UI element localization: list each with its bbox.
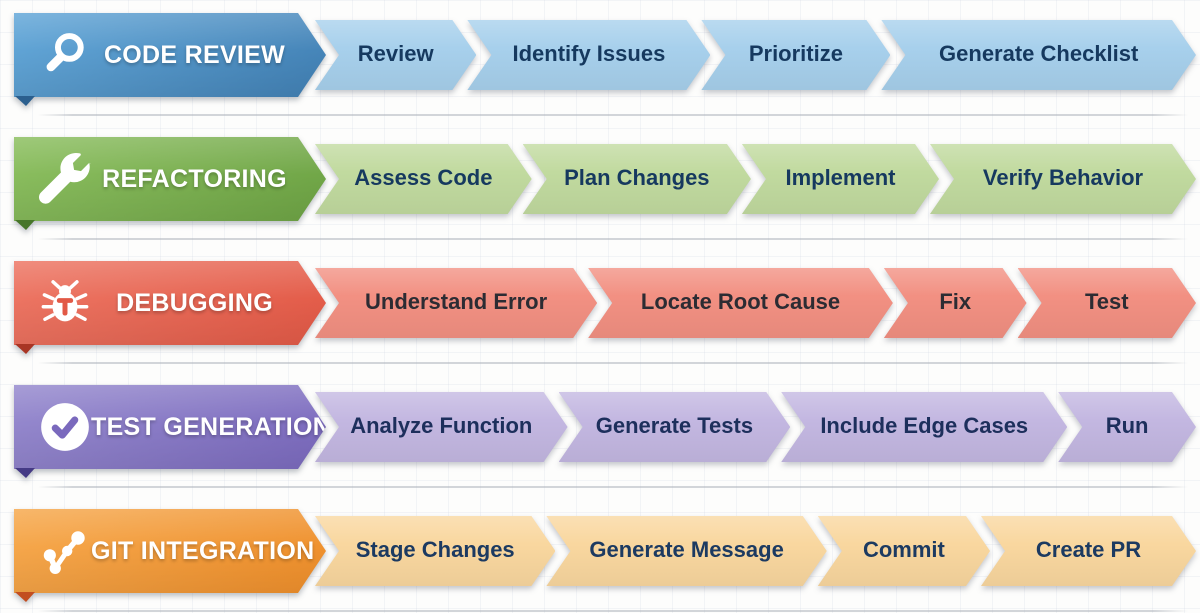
row-steps: Analyze Function Generate Tests Include … <box>315 392 1196 462</box>
step-chevron: Understand Error <box>315 268 597 338</box>
step-label: Assess Code <box>354 165 493 190</box>
step-chevron: Create PR <box>981 516 1196 586</box>
ribbon-fold <box>15 344 35 354</box>
step-label: Generate Tests <box>595 413 754 438</box>
ribbon-fold <box>15 220 35 230</box>
step-label: Generate Message <box>589 537 784 562</box>
row-steps: Assess Code Plan Changes Implement Verif… <box>315 144 1196 214</box>
workflow-row-refactoring: REFACTORING Assess Code Plan Changes Imp… <box>0 137 1200 240</box>
row-title: DEBUGGING <box>116 288 273 317</box>
step-chevron: Verify Behavior <box>930 144 1196 214</box>
row-header: CODE REVIEW <box>14 13 326 106</box>
step-label: Include Edge Cases <box>820 413 1029 438</box>
step-label: Prioritize <box>748 41 843 66</box>
step-chevron: Generate Checklist <box>881 20 1196 90</box>
step-chevron: Fix <box>884 268 1027 338</box>
row-header: DEBUGGING <box>14 261 326 354</box>
bug-icon <box>39 277 91 329</box>
row-header: REFACTORING <box>14 137 326 230</box>
step-chevron: Test <box>1018 268 1196 338</box>
step-label: Implement <box>785 165 896 190</box>
step-label: Understand Error <box>365 289 548 314</box>
step-label: Plan Changes <box>564 165 710 190</box>
step-label: Verify Behavior <box>982 165 1144 190</box>
step-chevron: Assess Code <box>315 144 532 214</box>
step-label: Review <box>357 41 434 66</box>
step-label: Create PR <box>1035 537 1142 562</box>
step-label: Generate Checklist <box>939 41 1139 66</box>
row-steps: Understand Error Locate Root Cause Fix T… <box>315 268 1196 338</box>
step-chevron: Generate Tests <box>559 392 791 462</box>
row-header-shape: GIT INTEGRATION <box>14 509 326 593</box>
check-circle-icon <box>39 401 91 453</box>
row-header-shape: DEBUGGING <box>14 261 326 345</box>
step-chevron: Prioritize <box>701 20 890 90</box>
row-header: TEST GENERATION <box>14 385 326 478</box>
row-header-shape: CODE REVIEW <box>14 13 326 97</box>
step-chevron: Commit <box>818 516 990 586</box>
workflow-row-code-review: CODE REVIEW Review Identify Issues Prior… <box>0 13 1200 116</box>
row-title: TEST GENERATION <box>91 412 332 441</box>
step-chevron: Locate Root Cause <box>588 268 893 338</box>
step-chevron: Analyze Function <box>315 392 568 462</box>
row-header-shape: REFACTORING <box>14 137 326 221</box>
workflow-row-debugging: DEBUGGING Understand Error Locate Root C… <box>0 261 1200 364</box>
step-chevron: Include Edge Cases <box>781 392 1067 462</box>
row-header: GIT INTEGRATION <box>14 509 326 602</box>
step-chevron: Plan Changes <box>523 144 751 214</box>
ribbon-fold <box>15 468 35 478</box>
workflow-row-test-generation: TEST GENERATION Analyze Function Generat… <box>0 385 1200 488</box>
workflow-row-git-integration: GIT INTEGRATION Stage Changes Generate M… <box>0 509 1200 612</box>
row-title: REFACTORING <box>102 164 287 193</box>
ribbon-fold <box>15 96 35 106</box>
step-chevron: Identify Issues <box>467 20 710 90</box>
row-steps: Review Identify Issues Prioritize Genera… <box>315 20 1196 90</box>
ribbon-fold <box>15 592 35 602</box>
row-title: GIT INTEGRATION <box>91 536 315 565</box>
step-label: Commit <box>862 537 945 562</box>
step-label: Analyze Function <box>350 413 533 438</box>
step-label: Stage Changes <box>355 537 515 562</box>
step-label: Locate Root Cause <box>640 289 841 314</box>
row-title: CODE REVIEW <box>103 40 286 69</box>
step-chevron: Implement <box>742 144 939 214</box>
step-chevron: Generate Message <box>546 516 826 586</box>
step-chevron: Run <box>1058 392 1196 462</box>
row-header-shape: TEST GENERATION <box>14 385 326 469</box>
step-chevron: Stage Changes <box>315 516 555 586</box>
step-label: Test <box>1084 289 1129 314</box>
workflow-diagram: CODE REVIEW Review Identify Issues Prior… <box>0 0 1200 593</box>
magnifier-icon <box>39 29 91 81</box>
step-label: Fix <box>939 289 972 314</box>
step-label: Run <box>1105 413 1149 438</box>
git-branch-icon <box>39 525 91 577</box>
step-label: Identify Issues <box>512 41 666 66</box>
row-steps: Stage Changes Generate Message Commit Cr… <box>315 516 1196 586</box>
step-chevron: Review <box>315 20 476 90</box>
wrench-icon <box>39 153 91 205</box>
